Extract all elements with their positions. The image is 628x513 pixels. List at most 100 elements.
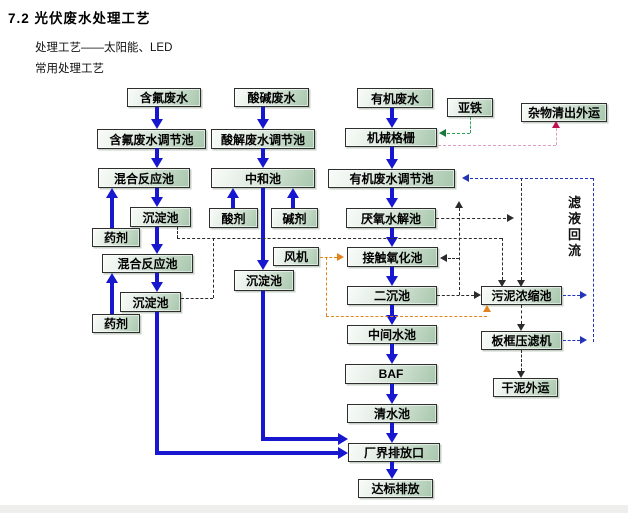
air-arrowhead — [337, 253, 344, 261]
node-neutralization-tank: 中和池 — [211, 168, 315, 188]
flow-arrowhead — [386, 354, 398, 364]
node-dry-sludge-transport: 干泥外运 — [493, 378, 558, 397]
sludge-line — [437, 295, 474, 296]
sludge-line — [521, 305, 522, 324]
flow-line — [155, 273, 159, 283]
flow-arrowhead — [151, 244, 163, 254]
flow-line — [390, 462, 394, 470]
flow-arrowhead — [151, 158, 163, 168]
flow-line — [155, 107, 159, 120]
node-sludge-thickener: 污泥浓缩池 — [481, 286, 562, 305]
flow-arrowhead — [151, 197, 163, 207]
node-settling-tank-2: 沉淀池 — [120, 292, 181, 312]
sludge-line — [521, 350, 522, 371]
node-fluoride-equalization-tank: 含氟废水调节池 — [97, 129, 206, 149]
flow-arrowhead — [386, 198, 398, 208]
node-mixing-reaction-tank-1: 混合反应池 — [98, 168, 190, 188]
filtrate-arrowhead — [580, 291, 587, 299]
filtrate-return-label: 滤液回流 — [567, 195, 581, 258]
flow-arrowhead — [257, 158, 269, 168]
flow-arrowhead — [386, 276, 398, 286]
flow-line — [110, 197, 114, 228]
debris-arrowhead — [552, 121, 560, 128]
debris-line — [438, 145, 556, 146]
flow-arrowhead — [338, 447, 348, 459]
air-arrowhead — [483, 305, 491, 312]
air-line — [326, 257, 327, 316]
node-debris-removal: 杂物清出外运 — [521, 103, 607, 122]
sludge-line — [213, 238, 214, 298]
node-organic-wastewater: 有机废水 — [357, 88, 433, 108]
subtitle-line-2: 常用处理工艺 — [35, 63, 104, 75]
node-mechanical-screen: 机械格栅 — [345, 128, 437, 147]
sludge-line — [521, 178, 522, 280]
node-secondary-settling-tank: 二沉池 — [347, 286, 437, 305]
flow-line — [261, 188, 265, 261]
flow-line — [291, 197, 295, 208]
flow-line — [390, 228, 394, 238]
flow-arrowhead — [106, 188, 118, 198]
ferrous-arrowhead — [439, 129, 446, 137]
flow-line — [155, 148, 159, 159]
flow-line — [390, 267, 394, 277]
flow-line — [261, 437, 341, 441]
sludge-arrowhead — [517, 371, 525, 378]
sludge-line — [502, 238, 503, 280]
flow-arrowhead — [257, 119, 269, 129]
flow-line — [261, 148, 265, 159]
flow-arrowhead — [227, 188, 239, 198]
ferrous-line — [470, 117, 471, 133]
node-acid-equalization-tank: 酸解废水调节池 — [211, 129, 315, 149]
node-fluoride-wastewater: 含氟废水 — [127, 88, 201, 107]
filtrate-arrowhead — [580, 336, 587, 344]
flow-arrowhead — [151, 119, 163, 129]
node-chemical-agent-2: 药剂 — [92, 314, 140, 333]
node-acid-agent: 酸剂 — [209, 208, 258, 228]
sludge-arrowhead — [498, 280, 506, 287]
flow-arrowhead — [338, 433, 348, 445]
page-title: 7.2 光伏废水处理工艺 — [8, 11, 151, 26]
sludge-line — [436, 218, 506, 219]
node-anaerobic-hydrolysis-tank: 厌氧水解池 — [346, 208, 436, 228]
sludge-arrowhead — [474, 291, 481, 299]
flow-line — [390, 305, 394, 316]
sludge-return-arrowhead — [440, 254, 447, 262]
sludge-return-line — [459, 208, 460, 295]
sludge-return-arrowhead — [455, 201, 463, 208]
node-settling-tank-1: 沉淀池 — [130, 207, 191, 227]
node-intermediate-tank: 中间水池 — [347, 325, 437, 344]
flow-arrowhead — [386, 159, 398, 169]
filtrate-arrowhead — [462, 174, 469, 182]
flow-arrowhead — [151, 282, 163, 292]
flow-arrowhead — [287, 188, 299, 198]
flow-line — [231, 197, 235, 208]
flow-line — [261, 291, 265, 441]
flow-line — [110, 282, 114, 314]
ferrous-line — [447, 133, 470, 134]
flow-line — [390, 423, 394, 434]
sludge-line — [177, 238, 502, 239]
flow-line — [390, 188, 394, 199]
flow-line — [261, 107, 265, 120]
flow-arrowhead — [257, 260, 269, 270]
flow-arrowhead — [386, 433, 398, 443]
node-plate-frame-filter-press: 板框压滤机 — [481, 331, 562, 350]
sludge-arrowhead — [517, 324, 525, 331]
node-mixing-reaction-tank-2: 混合反应池 — [102, 254, 193, 273]
flow-arrowhead — [386, 118, 398, 128]
flow-line — [155, 312, 159, 455]
node-contact-oxidation-tank: 接触氧化池 — [347, 247, 438, 267]
air-line — [320, 257, 337, 258]
sludge-arrowhead — [517, 280, 525, 287]
flow-arrowhead — [386, 394, 398, 404]
node-chemical-agent-1: 药剂 — [92, 228, 140, 247]
node-ferrous: 亚铁 — [447, 98, 493, 117]
node-organic-equalization-tank: 有机废水调节池 — [328, 169, 455, 188]
node-standard-discharge: 达标排放 — [358, 479, 433, 498]
filtrate-line — [563, 340, 580, 341]
sludge-line — [181, 298, 213, 299]
node-boundary-outfall: 厂界排放口 — [348, 443, 440, 462]
flow-line — [390, 344, 394, 355]
node-settling-tank-3: 沉淀池 — [234, 270, 294, 291]
